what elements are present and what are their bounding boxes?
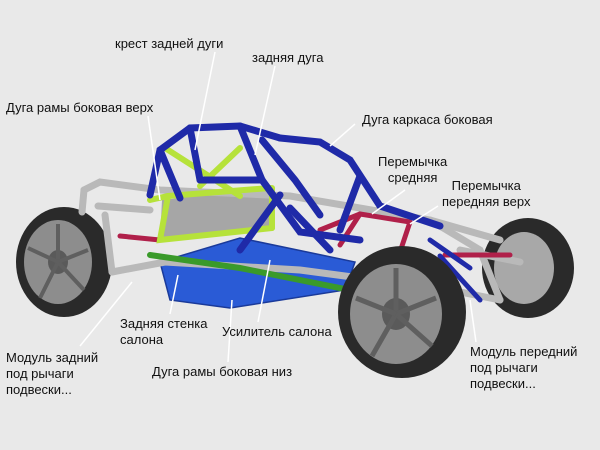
front-wheel — [338, 246, 466, 378]
leader-rear-module — [79, 281, 133, 347]
leader-cabin-reinforcement — [257, 259, 271, 323]
label-side-cage-hoop: Дуга каркаса боковая — [362, 112, 493, 127]
label-side-frame-hoop-top: Дуга рамы боковая верх — [6, 100, 154, 115]
roll-cage — [146, 122, 444, 254]
leader-cabin-rear-wall — [169, 274, 179, 315]
leader-rear-hoop-cross — [194, 51, 216, 151]
lime-frame — [147, 145, 275, 244]
rear-wheel — [16, 207, 112, 317]
leader-front-top-crossbar — [409, 205, 439, 225]
label-front-top-crossbar: Перемычка передняя верх — [442, 178, 531, 209]
label-rear-hoop-cross: крест задней дуги — [115, 36, 224, 51]
label-cabin-reinforcement: Усилитель салона — [222, 324, 332, 339]
leader-side-cage-hoop — [329, 123, 356, 147]
leader-side-frame-top — [147, 115, 161, 201]
leader-front-module — [469, 299, 477, 343]
front-module-rods — [427, 237, 483, 303]
label-rear-suspension-module: Модуль задний под рычаги подвески... — [6, 350, 99, 397]
leader-rear-hoop — [254, 65, 276, 156]
cabin-rear-wall-panel — [160, 188, 272, 240]
leader-lines — [79, 51, 477, 363]
label-middle-crossbar: Перемычка средняя — [378, 154, 448, 185]
label-cabin-rear-wall: Задняя стенка салона — [120, 316, 208, 347]
label-rear-hoop: задняя дуга — [252, 50, 324, 65]
label-side-frame-hoop-bottom: Дуга рамы боковая низ — [152, 364, 293, 379]
far-front-wheel — [482, 218, 574, 318]
leader-side-frame-bottom — [227, 299, 233, 363]
leader-middle-crossbar — [371, 189, 406, 215]
label-front-suspension-module: Модуль передний под рычаги подвески... — [470, 344, 578, 391]
